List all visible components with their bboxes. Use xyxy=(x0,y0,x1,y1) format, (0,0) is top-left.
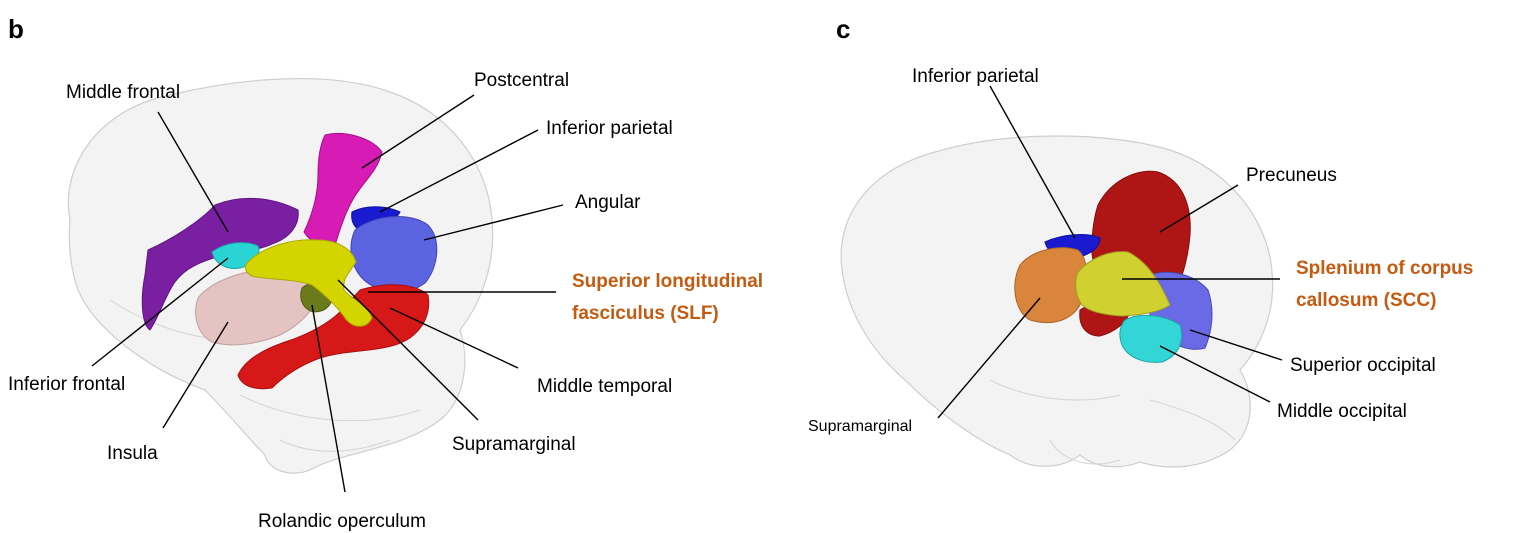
label-postcentral: Postcentral xyxy=(474,70,569,91)
angular-region xyxy=(351,216,437,291)
panel-b: b xyxy=(8,14,763,532)
panel-b-letter: b xyxy=(8,14,24,44)
label-slf-line1: Superior longitudinal xyxy=(572,271,763,292)
label-middle-occipital: Middle occipital xyxy=(1277,401,1407,422)
label-middle-temporal: Middle temporal xyxy=(537,376,672,397)
label-angular: Angular xyxy=(575,192,641,213)
label-inferior-frontal: Inferior frontal xyxy=(8,374,125,395)
label-rolandic-operculum: Rolandic operculum xyxy=(258,511,426,532)
label-middle-frontal: Middle frontal xyxy=(66,82,180,103)
label-scc-line2: callosum (SCC) xyxy=(1296,290,1436,311)
panel-c: c Inferior parie xyxy=(808,14,1473,467)
label-superior-occipital: Superior occipital xyxy=(1290,355,1436,376)
label-scc-line1: Splenium of corpus xyxy=(1296,258,1473,279)
label-inferior-parietal-c: Inferior parietal xyxy=(912,66,1039,87)
label-supramarginal-c: Supramarginal xyxy=(808,418,912,435)
label-precuneus: Precuneus xyxy=(1246,165,1337,186)
panel-c-letter: c xyxy=(836,14,850,44)
label-slf-line2: fasciculus (SLF) xyxy=(572,303,719,324)
label-supramarginal: Supramarginal xyxy=(452,434,576,455)
label-insula: Insula xyxy=(107,443,158,464)
label-inferior-parietal: Inferior parietal xyxy=(546,118,673,139)
